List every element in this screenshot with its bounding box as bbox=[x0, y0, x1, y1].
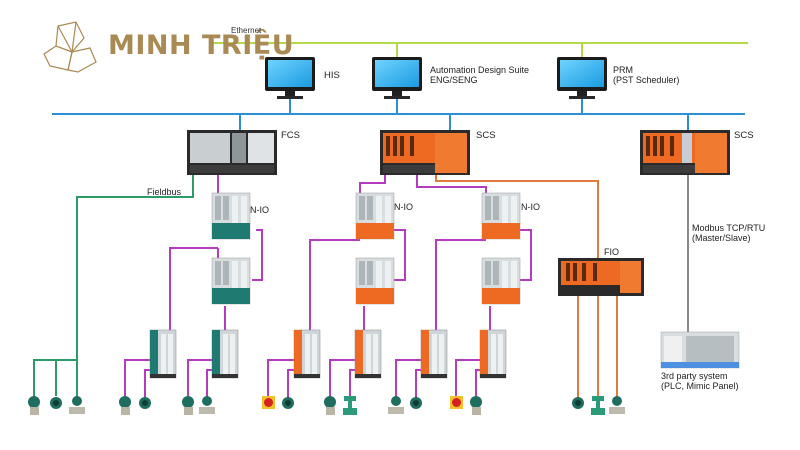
his-label: HIS bbox=[324, 70, 340, 81]
fieldbus-label: Fieldbus bbox=[147, 187, 182, 197]
pressure-transmitter-icon bbox=[119, 396, 131, 415]
nio-unit bbox=[355, 257, 395, 305]
prm-label-line2: (PST Scheduler) bbox=[613, 75, 680, 85]
pressure-transmitter-icon bbox=[324, 396, 336, 415]
flowmeter-icon bbox=[388, 396, 404, 414]
valve-icon bbox=[343, 396, 357, 415]
gauge-icon bbox=[282, 397, 294, 409]
nio-unit bbox=[355, 192, 395, 240]
modbus-label-line2: (Master/Slave) bbox=[692, 233, 751, 243]
nio-unit bbox=[211, 192, 251, 240]
third-party-plc bbox=[660, 331, 740, 369]
prm-monitor bbox=[557, 57, 607, 99]
nio-label-2: N-IO bbox=[394, 202, 413, 212]
io-unit bbox=[354, 329, 382, 379]
gauge-icon bbox=[410, 397, 422, 409]
scs-label-1: SCS bbox=[476, 130, 496, 141]
nio-label-1: N-IO bbox=[250, 205, 269, 215]
io-unit bbox=[293, 329, 321, 379]
emergency-stop-icon bbox=[262, 396, 275, 409]
fcs-controller bbox=[187, 130, 277, 175]
brand-logo-icon bbox=[43, 21, 97, 73]
ads-monitor bbox=[372, 57, 422, 99]
modbus-label-line1: Modbus TCP/RTU bbox=[692, 223, 766, 233]
third-party-label-line2: (PLC, Mimic Panel) bbox=[661, 381, 739, 391]
scs-controller-2 bbox=[640, 130, 730, 175]
nio-unit bbox=[481, 192, 521, 240]
flowmeter-icon bbox=[199, 396, 215, 414]
ethernet-label: Ethernet bbox=[231, 26, 262, 35]
pressure-transmitter-icon bbox=[28, 396, 40, 415]
pressure-transmitter-icon bbox=[182, 396, 194, 415]
ads-label-line2: ENG/SENG bbox=[430, 75, 478, 85]
valve-icon bbox=[591, 396, 605, 415]
scs-label-2: SCS bbox=[734, 130, 754, 141]
flowmeter-icon bbox=[69, 396, 85, 414]
fio-link bbox=[435, 175, 599, 258]
scs-controller-1 bbox=[380, 130, 470, 175]
brand-name: MINH TRIỆU bbox=[108, 30, 295, 61]
io-unit bbox=[420, 329, 448, 379]
io-unit bbox=[211, 329, 239, 379]
gauge-icon bbox=[139, 397, 151, 409]
emergency-stop-icon bbox=[450, 396, 463, 409]
gauge-icon bbox=[572, 397, 584, 409]
io-unit bbox=[479, 329, 507, 379]
third-party-label-line1: 3rd party system bbox=[661, 371, 728, 381]
fio-label: FIO bbox=[604, 247, 619, 257]
nio-unit bbox=[211, 257, 251, 305]
nio-unit bbox=[481, 257, 521, 305]
pressure-transmitter-icon bbox=[470, 396, 482, 415]
nio-label-3: N-IO bbox=[521, 202, 540, 212]
prm-label-line1: PRM bbox=[613, 65, 633, 75]
flowmeter-icon bbox=[609, 396, 625, 414]
his-monitor bbox=[265, 57, 315, 99]
ads-label-line1: Automation Design Suite bbox=[430, 65, 530, 75]
fieldbus-line bbox=[76, 175, 194, 360]
fio-unit bbox=[558, 258, 644, 296]
io-unit bbox=[149, 329, 177, 379]
fcs-label: FCS bbox=[281, 130, 300, 141]
gauge-icon bbox=[50, 397, 62, 409]
